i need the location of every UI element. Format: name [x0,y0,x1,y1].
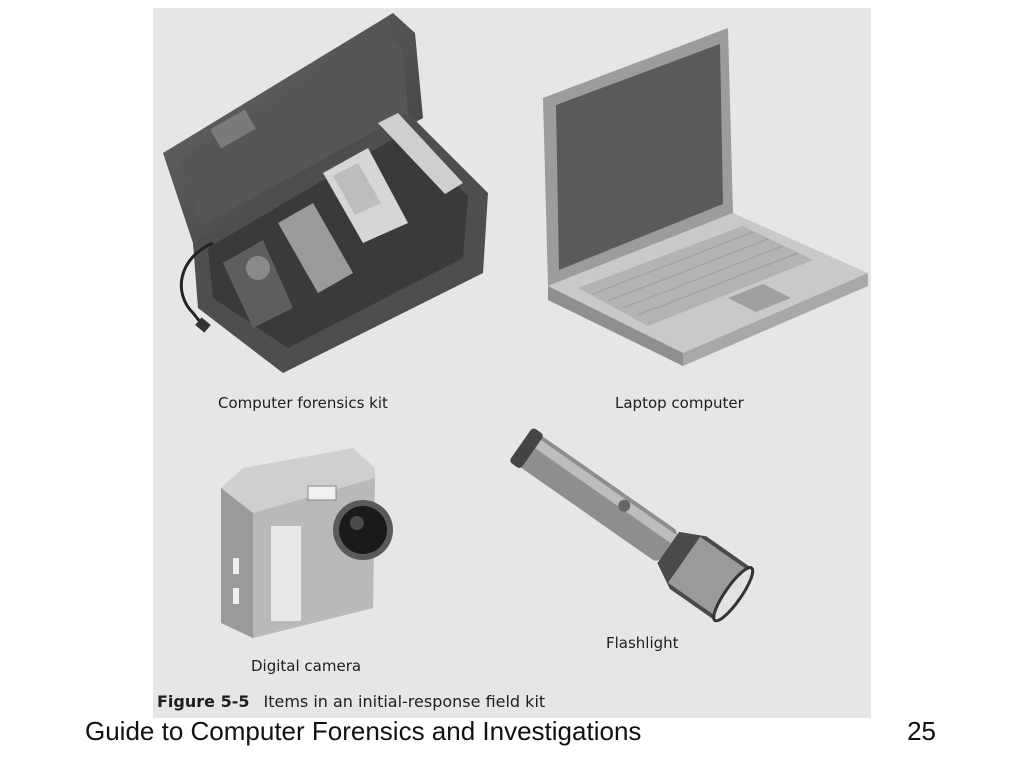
forensics-kit-illustration [163,13,488,373]
flashlight-label: Flashlight [606,634,679,652]
page-number: 25 [907,716,936,746]
laptop-computer-label: Laptop computer [615,394,744,412]
figure-panel: Computer forensics kit Laptop computer D… [153,8,871,718]
figure-number: Figure 5-5 [157,692,250,711]
figure-caption-text: Items in an initial-response field kit [263,692,546,711]
footer-title: Guide to Computer Forensics and Investig… [85,716,642,746]
digital-camera-label: Digital camera [251,657,362,675]
forensics-kit-label: Computer forensics kit [218,394,388,412]
figure-caption: Figure 5-5 Items in an initial-response f… [157,692,545,711]
